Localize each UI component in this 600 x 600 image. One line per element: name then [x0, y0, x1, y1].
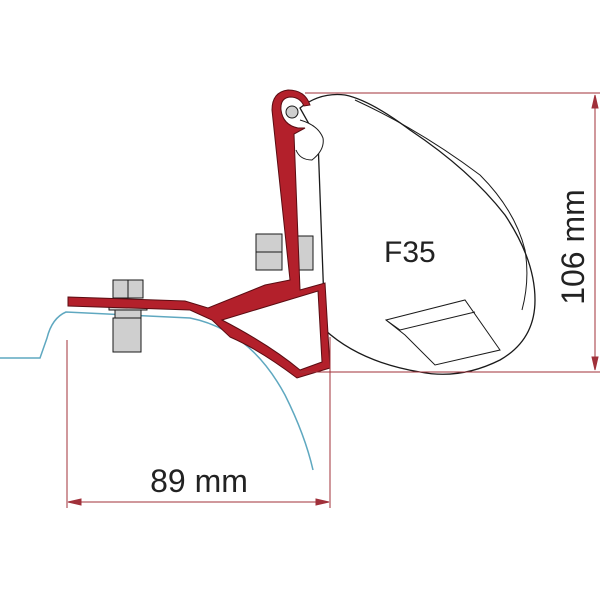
awning-model-label: F35	[384, 236, 436, 269]
width-dimension-label: 89 mm	[150, 463, 248, 499]
width-dimension	[66, 337, 331, 508]
awning-handle	[384, 299, 501, 366]
height-dimension-label: 106 mm	[555, 189, 591, 305]
lower-bolt	[108, 279, 148, 353]
hook-pin	[285, 105, 299, 119]
upper-bolt	[255, 233, 314, 271]
mounting-bracket	[67, 89, 331, 379]
height-dimension	[300, 92, 600, 373]
f35-awning: F35	[295, 93, 536, 375]
